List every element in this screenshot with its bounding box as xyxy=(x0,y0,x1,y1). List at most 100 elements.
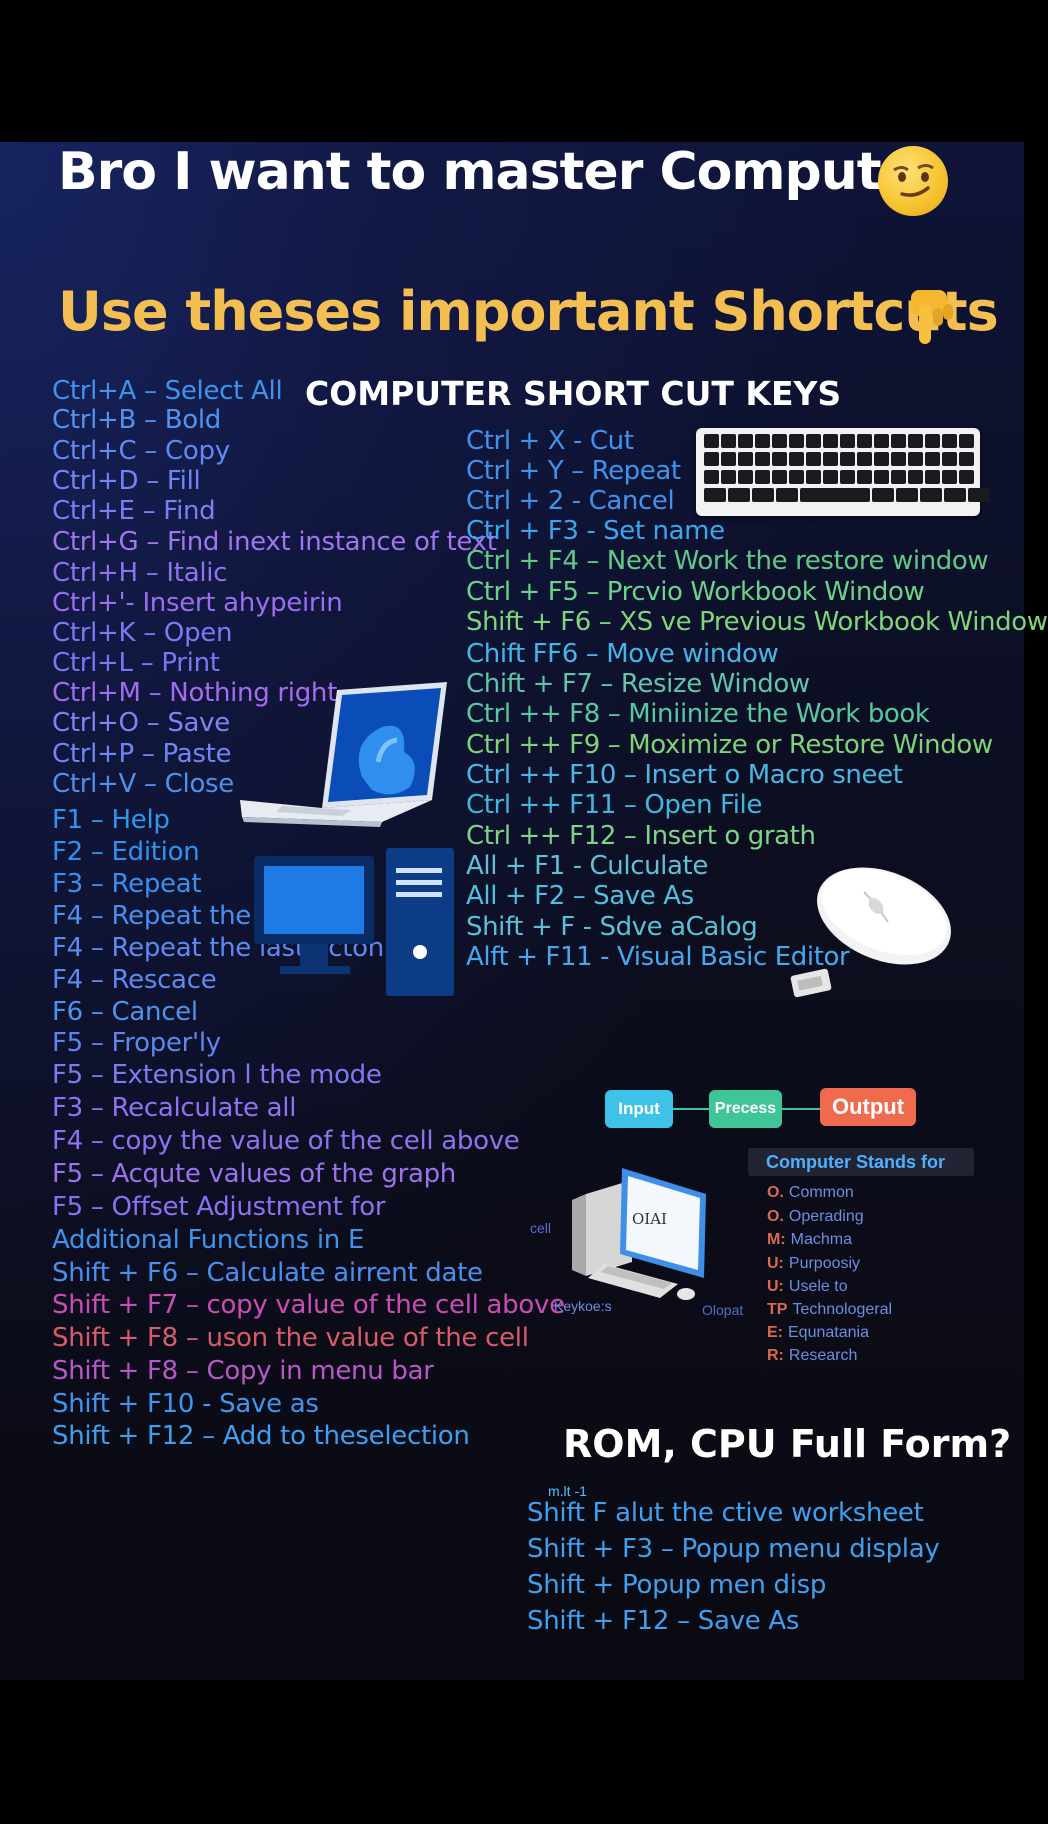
stands-heading: Computer Stands for xyxy=(766,1152,946,1172)
keyboard-key xyxy=(925,434,940,448)
left-shortcut-item: Shift + F6 – Calculate airrent date xyxy=(52,1258,483,1288)
stands-letter: E: xyxy=(767,1324,783,1341)
keyboard-key xyxy=(942,434,957,448)
keyboard-key xyxy=(704,488,726,502)
diagram-screen-text: OIAI xyxy=(632,1210,667,1228)
keyboard-key xyxy=(891,434,906,448)
right-shortcut-item: Ctrl ++ F12 – Insert o grath xyxy=(466,821,816,851)
keyboard-key xyxy=(891,470,906,484)
keyboard-key xyxy=(800,488,870,502)
keyboard-key xyxy=(806,434,821,448)
keyboard-key xyxy=(840,452,855,466)
stands-letter: U: xyxy=(767,1255,784,1272)
desktop-computer-icon xyxy=(250,848,460,1008)
bottom-right-shortcut-item: Shift + Popup men disp xyxy=(527,1570,827,1600)
left-shortcut-item: Ctrl+G – Find inext instance of text xyxy=(52,527,497,557)
diagram-label-keyboard: Keykoe:s xyxy=(554,1298,612,1314)
keyboard-key xyxy=(776,488,798,502)
left-shortcut-item: Ctrl+D – Fill xyxy=(52,466,201,496)
stands-word: Research xyxy=(788,1347,858,1364)
flow-connector xyxy=(673,1108,709,1110)
keyboard-key xyxy=(721,470,736,484)
stands-item: R:Research xyxy=(767,1347,857,1365)
keyboard-key xyxy=(721,452,736,466)
right-shortcut-item: Ctrl ++ F8 – Miniinize the Work book xyxy=(466,699,930,729)
stands-letter: O. xyxy=(767,1184,784,1201)
keyboard-key xyxy=(772,434,787,448)
stands-word: Technologeral xyxy=(792,1301,893,1318)
left-shortcut-item: Ctrl+M – Nothing right xyxy=(52,678,337,708)
keyboard-key xyxy=(806,452,821,466)
left-shortcut-item: Ctrl+B – Bold xyxy=(52,405,221,435)
keyboard-key xyxy=(755,434,770,448)
right-shortcut-item: Ctrl + F5 – Prcvio Workbook Window xyxy=(466,577,925,607)
keyboard-key xyxy=(840,434,855,448)
stands-item: O.Operading xyxy=(767,1208,864,1226)
keyboard-key xyxy=(704,470,719,484)
keyboard-key xyxy=(942,452,957,466)
left-shortcut-item: Ctrl+A – Select All xyxy=(52,376,283,406)
computer-diagram-icon xyxy=(568,1166,718,1306)
keyboard-key xyxy=(857,452,872,466)
stands-letter: U: xyxy=(767,1278,784,1295)
keyboard-key xyxy=(789,470,804,484)
keyboard-key xyxy=(823,470,838,484)
stands-word: Operading xyxy=(788,1208,864,1225)
left-shortcut-item: Ctrl+O – Save xyxy=(52,708,230,738)
keyboard-key xyxy=(874,452,889,466)
bottom-right-shortcut-item: Shift F alut the ctive worksheet xyxy=(527,1498,924,1528)
keyboard-key xyxy=(925,470,940,484)
poster: Bro I want to master Computer Use theses… xyxy=(0,142,1048,1680)
right-shortcut-item: Ctrl + F3 - Set name xyxy=(466,516,725,546)
right-shortcut-item: Ctrl ++ F9 – Moximize or Restore Window xyxy=(466,730,993,760)
stands-word: Equnatania xyxy=(788,1324,869,1341)
bottom-right-shortcut-item: Shift + F3 – Popup menu display xyxy=(527,1534,940,1564)
right-shortcut-item: Ctrl + X - Cut xyxy=(466,426,634,456)
left-shortcut-item: Shift + F7 – copy value of the cell abov… xyxy=(52,1290,565,1320)
left-shortcut-item: Shift + F8 – Copy in menu bar xyxy=(52,1356,434,1386)
stands-word: Common xyxy=(788,1184,854,1201)
pointing-down-icon xyxy=(903,284,959,348)
left-shortcut-item: F3 – Recalculate all xyxy=(52,1093,297,1123)
keyboard-key xyxy=(908,452,923,466)
keyboard-key xyxy=(959,434,974,448)
keyboard-key xyxy=(857,470,872,484)
left-shortcut-item: Shift + F10 - Save as xyxy=(52,1389,319,1419)
stands-item: M:Machma xyxy=(767,1231,852,1249)
left-shortcut-item: F4 – copy the value of the cell above xyxy=(52,1126,520,1156)
keyboard-key xyxy=(772,470,787,484)
flow-output: Output xyxy=(820,1088,916,1126)
stands-letter: O. xyxy=(767,1208,784,1225)
right-shortcut-item: All + F2 – Save As xyxy=(466,881,694,911)
keyboard-key xyxy=(959,452,974,466)
keyboard-icon xyxy=(696,428,990,516)
keyboard-key xyxy=(806,470,821,484)
keyboard-key xyxy=(728,488,750,502)
keyboard-key xyxy=(823,452,838,466)
keyboard-key xyxy=(789,434,804,448)
keyboard-key xyxy=(908,434,923,448)
stands-letter: M: xyxy=(767,1231,786,1248)
keyboard-key xyxy=(840,470,855,484)
right-shortcut-item: Shift + F6 – XS ve Previous Workbook Win… xyxy=(466,607,1048,637)
stands-item: E: Equnatania xyxy=(767,1324,869,1342)
keyboard-key xyxy=(968,488,990,502)
keyboard-key xyxy=(920,488,942,502)
stands-item: U:Usele to xyxy=(767,1278,848,1296)
keyboard-key xyxy=(755,470,770,484)
left-shortcut-item: F5 – Froper'ly xyxy=(52,1028,221,1058)
left-shortcut-item: Ctrl+E – Find xyxy=(52,496,216,526)
page-subtitle: Use theses important Shortcuts xyxy=(58,280,999,343)
mouse-icon xyxy=(780,864,956,1014)
flow-process: Precess xyxy=(709,1090,782,1128)
stands-word: Usele to xyxy=(788,1278,848,1295)
keyboard-key xyxy=(823,434,838,448)
left-shortcut-item: F1 – Help xyxy=(52,805,170,835)
keyboard-key xyxy=(755,452,770,466)
left-shortcut-item: Additional Functions in E xyxy=(52,1225,365,1255)
keyboard-key xyxy=(925,452,940,466)
flow-connector xyxy=(782,1108,820,1110)
right-shortcut-item: Ctrl + F4 – Next Work the restore window xyxy=(466,546,989,576)
left-shortcut-item: F5 – Acqute values of the graph xyxy=(52,1159,456,1189)
